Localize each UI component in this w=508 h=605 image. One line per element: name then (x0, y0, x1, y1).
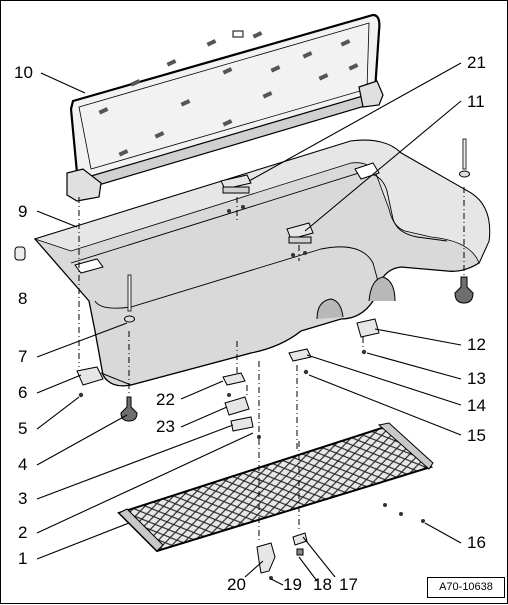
clip-23 (224, 396, 250, 416)
leader-lines (36, 62, 462, 586)
clip-14 (288, 348, 312, 362)
figure-reference: A70-10638 (427, 577, 505, 598)
roller-cover-panel (66, 13, 384, 202)
clip-3 (230, 416, 254, 432)
callout-19: 19 (283, 575, 302, 594)
callout-2: 2 (18, 523, 27, 542)
callout-22: 22 (156, 390, 175, 409)
parcel-shelf (33, 139, 491, 387)
bolt-left (124, 274, 135, 323)
callout-labels: 10 9 8 7 6 5 4 3 2 1 21 11 12 13 14 15 1… (14, 53, 486, 594)
hook-20 (256, 542, 276, 574)
clip-17 (292, 532, 308, 556)
assembly-lines (78, 187, 465, 541)
callout-14: 14 (467, 396, 486, 415)
callout-10: 10 (14, 63, 33, 82)
clip-12 (356, 318, 380, 338)
callout-3: 3 (18, 489, 27, 508)
callout-11: 11 (467, 92, 485, 111)
holder-21 (220, 174, 252, 194)
rubber-pad-right (454, 276, 474, 304)
clip-22 (222, 372, 246, 386)
stopper (14, 246, 26, 261)
callout-6: 6 (18, 383, 27, 402)
callout-15: 15 (467, 426, 486, 445)
callout-12: 12 (467, 335, 486, 354)
callout-4: 4 (18, 455, 27, 474)
callout-20: 20 (227, 575, 246, 594)
screws (78, 205, 425, 580)
rubber-pad-4 (120, 396, 138, 422)
callout-7: 7 (18, 347, 27, 366)
callout-1: 1 (18, 549, 27, 568)
callout-17: 17 (339, 575, 358, 594)
callout-5: 5 (18, 419, 27, 438)
luggage-net (117, 422, 434, 553)
callout-21: 21 (467, 53, 486, 72)
clip-6 (76, 366, 104, 386)
callout-23: 23 (156, 417, 175, 436)
callout-13: 13 (467, 369, 486, 388)
bolt-right (459, 138, 470, 178)
callout-18: 18 (313, 575, 332, 594)
callout-16: 16 (467, 533, 486, 552)
callout-8: 8 (18, 289, 27, 308)
callout-9: 9 (18, 202, 27, 221)
holder-11 (286, 222, 314, 244)
